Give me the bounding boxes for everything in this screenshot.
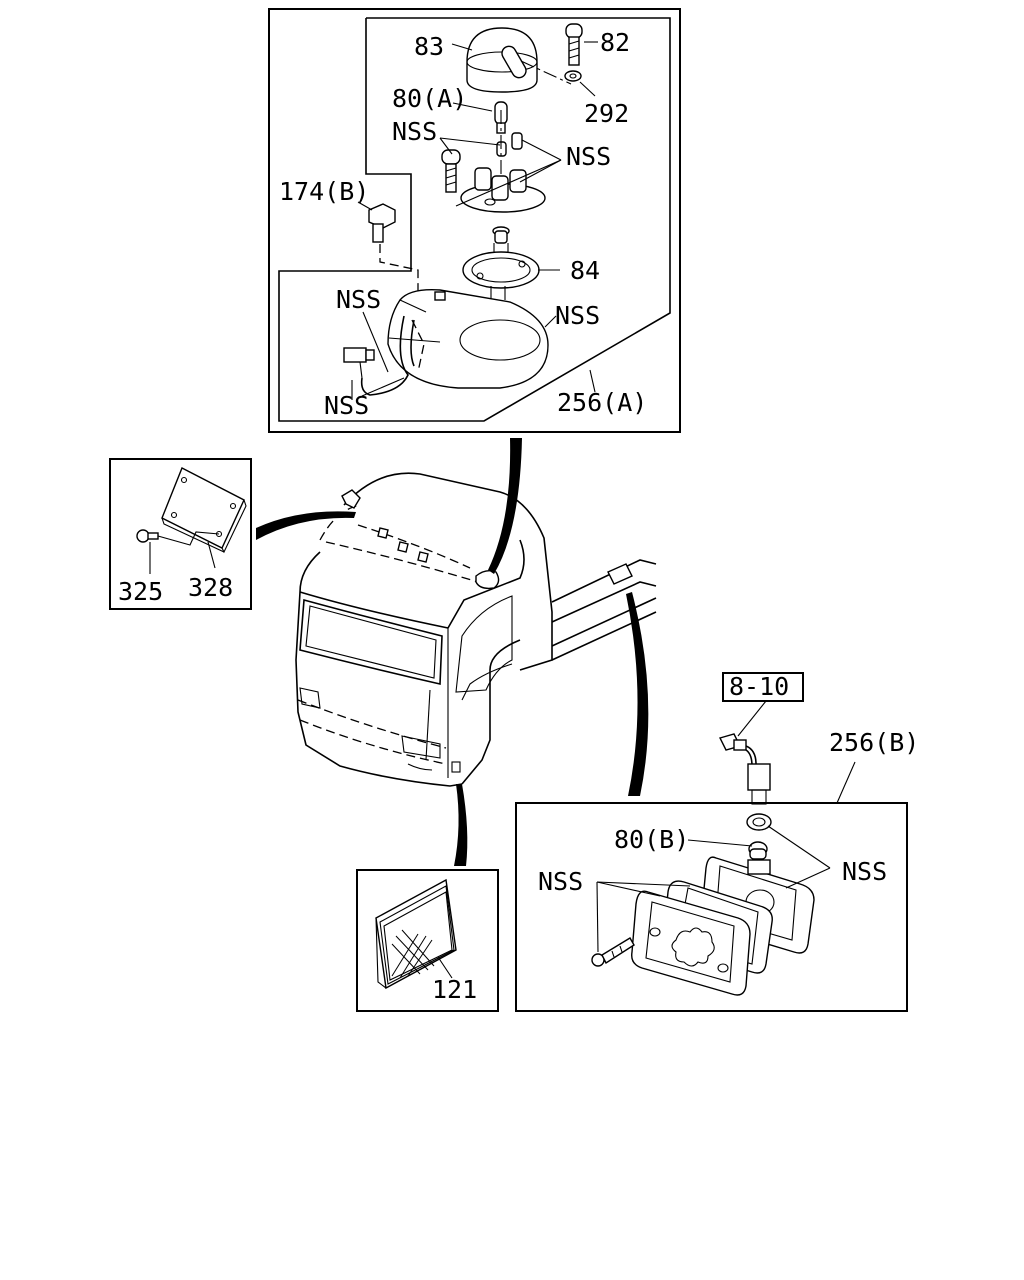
- callout-reflector: [454, 784, 468, 866]
- label-nss-wire-bottom: NSS: [324, 391, 369, 420]
- label-292: 292: [584, 99, 629, 128]
- truck-cab: [295, 472, 657, 787]
- label-256a: 256(A): [557, 388, 647, 417]
- inset-plate: 325 328: [109, 458, 252, 610]
- label-328: 328: [188, 573, 233, 602]
- inset-reflector-frame: [356, 869, 499, 1012]
- inset-roof-lamp-frame: [268, 8, 681, 433]
- screw-nss-left: [441, 149, 461, 193]
- label-256b: 256(B): [829, 728, 919, 757]
- lamp-lens: [631, 890, 751, 996]
- label-nss-top-right: NSS: [566, 142, 611, 171]
- callout-side-lamp: [626, 592, 649, 796]
- label-80a: 80(A): [392, 84, 467, 113]
- bolt-174b: [368, 203, 396, 243]
- label-nss-top-left: NSS: [392, 117, 437, 146]
- inset-reflector: 121: [356, 869, 499, 1012]
- label-nss-lamp-left: NSS: [538, 867, 583, 896]
- plate-328: [161, 467, 247, 554]
- screw-325: [136, 529, 159, 543]
- label-325: 325: [118, 577, 163, 606]
- label-84: 84: [570, 256, 600, 285]
- screw-82: [565, 23, 583, 66]
- wire-connector: [343, 315, 415, 396]
- label-82: 82: [600, 28, 630, 57]
- label-83: 83: [414, 32, 444, 61]
- socket-pin-right: [511, 132, 523, 150]
- lamp-screw: [591, 937, 635, 967]
- inset-plate-frame: [109, 458, 252, 610]
- lamp-base: [387, 289, 549, 389]
- grommet: [492, 226, 510, 244]
- label-8-10: 8-10: [729, 672, 789, 701]
- callout-roof-lamp: [488, 438, 522, 574]
- bulb-80b: [748, 841, 768, 860]
- ref-box-8-10: [722, 672, 804, 702]
- dome-83: [466, 27, 538, 93]
- harness-connector: [718, 733, 771, 805]
- label-121: 121: [432, 975, 477, 1004]
- socket-ring: [746, 813, 772, 831]
- label-nss-wire-top: NSS: [336, 285, 381, 314]
- callout-plate: [256, 511, 356, 540]
- inset-side-lamp: 8-10 256(B) 80(B) NSS NSS: [515, 672, 919, 1012]
- label-nss-lamp-right: NSS: [842, 857, 887, 886]
- socket-plate: [460, 167, 546, 213]
- label-174b: 174(B): [279, 177, 369, 206]
- gasket-84: [462, 251, 540, 289]
- inset-roof-lamp: 83 82 80(A) 292 NSS NSS 174(B) 84 NSS NS…: [268, 8, 681, 433]
- label-80b: 80(B): [614, 825, 689, 854]
- reflector-121: [375, 878, 457, 990]
- label-nss-base-right: NSS: [555, 301, 600, 330]
- inset-side-lamp-frame: [515, 802, 908, 1012]
- inner-frame: [278, 17, 671, 422]
- washer-292: [564, 70, 582, 82]
